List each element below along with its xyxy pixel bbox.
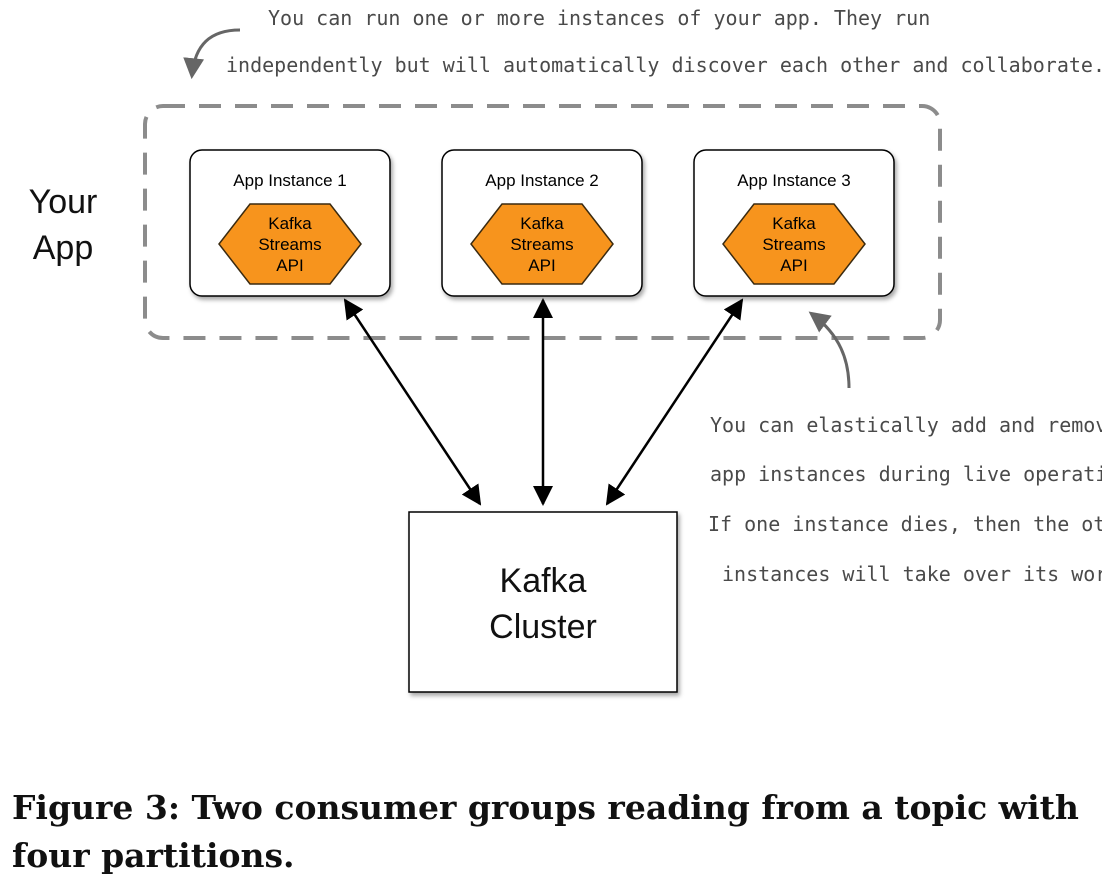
kafka-cluster-line1: Kafka (500, 562, 587, 600)
annotation-right-line3: If one instance dies, then the other (708, 512, 1102, 536)
annotation-top-arrow (183, 28, 241, 80)
annotation-right-line4: instances will take over its work. (722, 562, 1102, 586)
api-3-line1: Kafka (772, 214, 816, 233)
kafka-cluster-box (408, 511, 678, 693)
app-instance-1: App Instance 1 Kafka Streams API (189, 149, 391, 297)
annotation-right-arrow (808, 311, 851, 389)
app-instance-3-title: App Instance 3 (737, 171, 850, 190)
kafka-streams-api-hexagon-3 (722, 203, 866, 285)
annotation-top-line2: independently but will automatically dis… (226, 53, 1102, 77)
app-boundary-dashed (143, 104, 942, 340)
your-app-label-line1: Your (29, 183, 98, 221)
figure-caption: Figure 3: Two consumer groups reading fr… (12, 788, 1079, 875)
kafka-streams-api-hexagon-1 (218, 203, 362, 285)
api-1-line3: API (276, 256, 303, 275)
api-1-line2: Streams (258, 235, 321, 254)
arrow-instance-3-cluster (605, 298, 744, 506)
api-3-line3: API (780, 256, 807, 275)
kafka-streams-api-hexagon-2 (470, 203, 614, 285)
api-2-line1: Kafka (520, 214, 564, 233)
your-app-label-line2: App (33, 229, 94, 267)
app-instance-2: App Instance 2 Kafka Streams API (441, 149, 643, 297)
kafka-cluster-line2: Cluster (489, 608, 597, 646)
api-3-line2: Streams (762, 235, 825, 254)
annotation-right-line1: You can elastically add and remove (710, 413, 1102, 437)
api-2-line2: Streams (510, 235, 573, 254)
arrow-instance-1-cluster (343, 298, 482, 506)
annotation-right-line2: app instances during live operations. (710, 462, 1102, 486)
kafka-cluster: Kafka Cluster (408, 511, 678, 693)
app-instance-3: App Instance 3 Kafka Streams API (693, 149, 895, 297)
annotation-top-line1: You can run one or more instances of you… (268, 6, 930, 30)
app-instance-2-title: App Instance 2 (485, 171, 598, 190)
api-1-line1: Kafka (268, 214, 312, 233)
api-2-line3: API (528, 256, 555, 275)
app-instance-1-title: App Instance 1 (233, 171, 346, 190)
